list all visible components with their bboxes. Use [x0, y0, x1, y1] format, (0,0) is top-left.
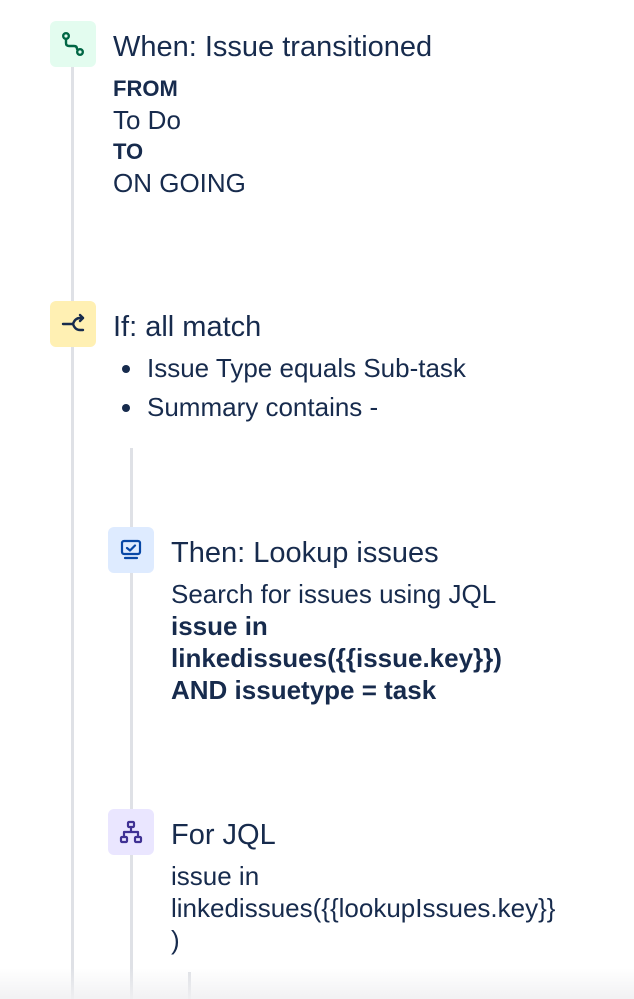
branch-jql-line: issue in: [171, 861, 260, 891]
main-connector-line: [71, 66, 74, 999]
from-value: To Do: [113, 105, 181, 135]
hierarchy-icon: [108, 809, 154, 855]
from-label: FROM: [113, 76, 178, 101]
trigger-branch-icon: [50, 21, 96, 67]
action-description: Search for issues using JQL: [171, 579, 497, 609]
jql-line: AND issuetype = task: [171, 675, 437, 705]
action-title: Then: Lookup issues: [171, 537, 439, 569]
jql-line: issue in: [171, 611, 268, 641]
branch-connector-line: [130, 448, 133, 999]
jql-line: linkedissues({{issue.key}}): [171, 643, 502, 673]
condition-item: Issue Type equals Sub-task: [113, 349, 466, 388]
lookup-monitor-icon: [108, 527, 154, 573]
condition-title: If: all match: [113, 311, 262, 343]
to-label: TO: [113, 139, 144, 164]
condition-item: Summary contains -: [113, 388, 466, 427]
trigger-title: When: Issue transitioned: [113, 31, 433, 63]
scroll-fade: [0, 968, 634, 999]
condition-fork-icon: [50, 301, 96, 347]
branch-title: For JQL: [171, 819, 276, 851]
to-value: ON GOING: [113, 168, 246, 198]
branch-jql-line: ): [171, 925, 180, 955]
condition-list: Issue Type equals Sub-task Summary conta…: [113, 349, 466, 427]
branch-jql-line: linkedissues({{lookupIssues.key}}: [171, 893, 556, 923]
